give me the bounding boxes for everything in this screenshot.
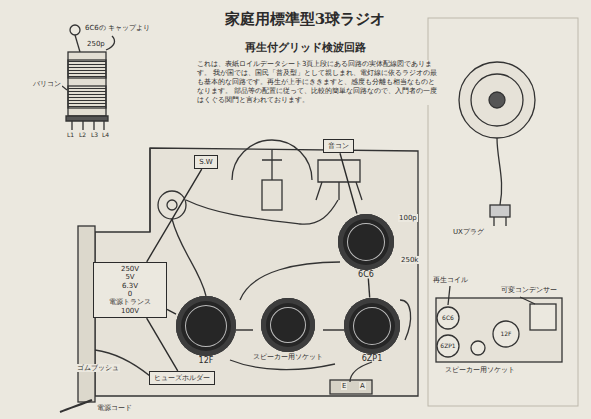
inset-socket: [437, 307, 459, 329]
title: 家庭用標準型3球ラジオ: [225, 10, 385, 29]
wire-connector: [147, 318, 178, 371]
part-label: 6ZP1: [439, 343, 456, 350]
coil-winding: [68, 60, 106, 78]
part-label: 250k: [400, 256, 419, 264]
node-text: S.W: [199, 158, 213, 166]
variable-capacitor: [262, 180, 282, 210]
node-text: 100V: [121, 307, 139, 315]
wire: [172, 219, 206, 296]
node-text: スピーカー用ソケット: [253, 352, 323, 362]
node-text: 電源トランス: [109, 298, 151, 306]
speaker-frame: [459, 62, 535, 138]
terminal-strip: [330, 380, 372, 394]
pot-lugs: [316, 182, 362, 200]
part-label: L3: [90, 132, 99, 139]
part-label: L4: [101, 132, 110, 139]
socket-body: [176, 296, 236, 356]
part-label: E: [341, 382, 347, 390]
wire: [230, 360, 335, 370]
plug-pins: [494, 217, 506, 226]
pot-body: [318, 160, 360, 182]
node-text: 6ZP1: [362, 354, 382, 363]
wire: [240, 262, 340, 300]
coil-pins: [72, 121, 104, 130]
wire-connector: [236, 329, 253, 330]
speaker-cable: [497, 138, 502, 205]
dial: [232, 140, 312, 180]
part-label: 6C6: [441, 315, 455, 322]
inset-socket: [471, 341, 485, 355]
node-text: 250V: [121, 265, 139, 273]
socket-body: [338, 214, 394, 270]
wire-connector: [368, 279, 369, 298]
part-box: 音コン: [323, 139, 354, 153]
node-text: 5V: [125, 273, 134, 281]
node-text: 音コン: [328, 142, 349, 150]
part-label: 100p: [398, 214, 418, 222]
part-label: 12F: [499, 331, 512, 338]
part-box: S.W: [194, 155, 218, 169]
node-text: 6C6: [358, 270, 374, 279]
part-label: ゴムブッシュ: [76, 364, 120, 372]
wire: [95, 350, 150, 376]
part-label: L2: [78, 132, 87, 139]
part-label: 250p: [86, 40, 106, 48]
wire: [400, 300, 411, 340]
wire-connector: [323, 329, 344, 330]
note-text: これは、表紙ロイルデータシート3頁上段にある回路の実体配線図であります。 我が国…: [196, 60, 442, 105]
coil-base: [66, 116, 108, 121]
socket-body: [344, 298, 400, 354]
subtitle: 再生付グリッド検波回路: [244, 42, 367, 55]
inset-socket: [437, 335, 459, 357]
part-label: A: [359, 382, 366, 390]
tube-socket: 12F: [176, 296, 236, 365]
wire-connector: [147, 169, 202, 262]
socket-body: [261, 298, 315, 352]
part-label: 再生コイル: [432, 276, 469, 284]
coil-winding: [68, 86, 106, 108]
speaker-cone: [471, 74, 523, 126]
part-label: UXプラグ: [452, 228, 485, 236]
tube-socket: 6C6: [338, 214, 394, 279]
power-cord: [60, 400, 92, 412]
inset-capacitor: [530, 304, 556, 330]
panel-frame: [428, 18, 578, 406]
inset-socket: [493, 321, 519, 347]
coil-socket: [158, 191, 186, 219]
wire-connector: [167, 309, 176, 314]
leader: [106, 36, 114, 50]
dial-pointer: [262, 150, 282, 180]
wire: [350, 362, 372, 382]
part-label: スピーカー用ソケット: [444, 366, 516, 374]
cap-lead: [75, 35, 80, 52]
part-label: L1: [66, 132, 75, 139]
part-box: ヒューズホルダー: [149, 371, 215, 385]
coil-socket-hole: [167, 200, 177, 210]
ux-plug: [490, 205, 510, 217]
part-label: 6C6の キャップより: [84, 24, 151, 32]
part-box: 250V5V6.3V0電源トランス100V: [93, 262, 167, 318]
part-label: 可変コンデンサー: [500, 286, 558, 294]
chassis-edge: [149, 148, 150, 232]
node-text: ヒューズホルダー: [154, 374, 210, 382]
part-label: 電源コード: [96, 404, 133, 412]
wire-connector: [340, 153, 357, 213]
node-text: 12F: [199, 356, 214, 365]
node-text: 6.3V: [122, 282, 138, 290]
coil-form: [68, 52, 106, 116]
leader: [62, 86, 67, 90]
node-text: 0: [128, 290, 132, 298]
wire: [186, 200, 338, 224]
inset-chassis: [436, 298, 562, 362]
grid-cap: [70, 25, 80, 35]
part-label: バリコン: [32, 80, 62, 88]
speaker-center: [489, 92, 505, 108]
tube-socket: スピーカー用ソケット: [253, 298, 323, 362]
tube-socket: 6ZP1: [344, 298, 400, 363]
